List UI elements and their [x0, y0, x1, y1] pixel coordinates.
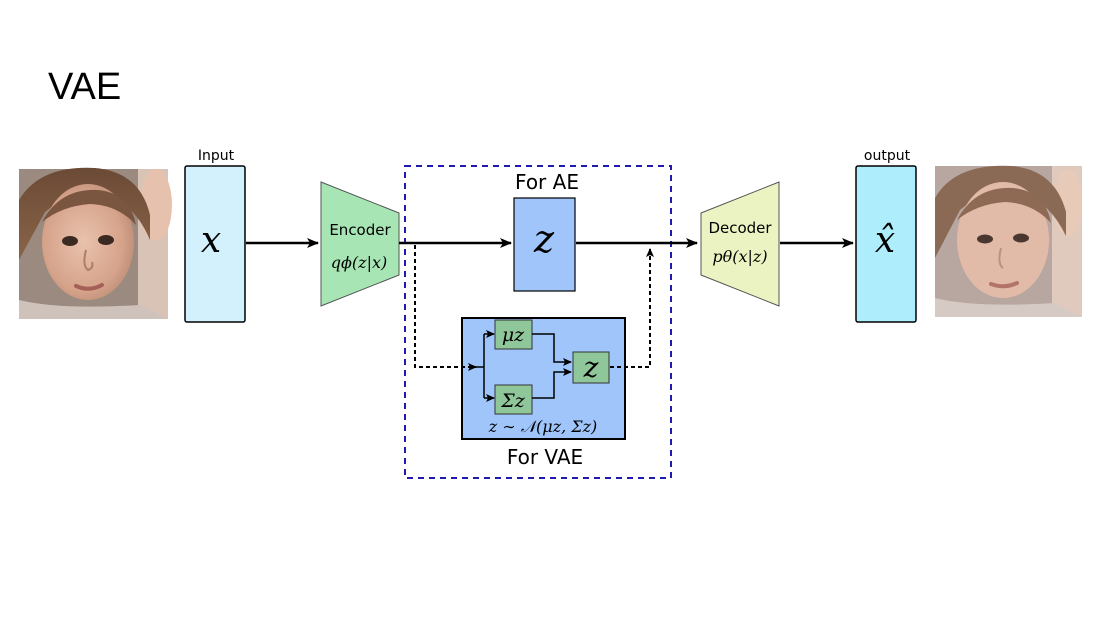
sampling-formula: z ∼ 𝒩(μz, Σz)	[488, 417, 598, 436]
output-box	[855, 165, 917, 323]
output-label: output	[864, 148, 911, 164]
output-symbol: x̂	[875, 220, 895, 261]
vae-internal-arrows	[470, 330, 572, 402]
decoder-formula: pθ(x|z)	[712, 247, 767, 266]
encoder-label: Encoder	[329, 221, 391, 239]
input-symbol: x	[201, 220, 221, 261]
vae-dashed-arrows	[414, 245, 654, 371]
vae-latent-box	[572, 351, 610, 384]
encoder-formula: qϕ(z|x)	[331, 253, 387, 272]
mu-symbol: μz	[502, 324, 525, 346]
decoder-block	[700, 181, 780, 307]
input-face-image	[19, 167, 172, 319]
decoder-label: Decoder	[708, 219, 772, 237]
mu-box	[494, 319, 533, 350]
sigma-symbol: Σz	[500, 390, 525, 412]
encoder-block	[320, 181, 400, 307]
ae-latent-box	[513, 197, 576, 292]
slide-title: VAE	[48, 66, 122, 108]
input-box	[184, 165, 246, 323]
vae-title: For VAE	[507, 445, 583, 469]
output-face-image	[935, 165, 1082, 317]
latent-options-frame	[404, 165, 672, 479]
ae-latent-symbol: z	[533, 217, 555, 261]
input-label: Input	[198, 148, 235, 164]
sigma-box	[494, 384, 533, 415]
vae-latent-symbol: z	[583, 351, 599, 384]
ae-title: For AE	[515, 170, 579, 194]
